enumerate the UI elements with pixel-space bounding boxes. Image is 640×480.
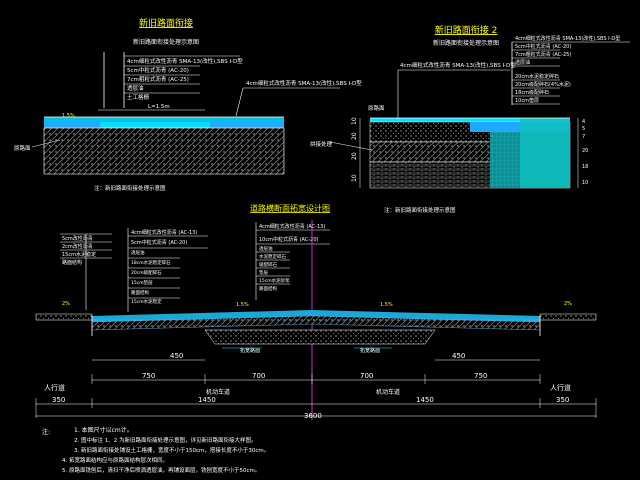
- notes-block: 注: 1. 本图尺寸以cm计。 2. 图中标注 1、2 为新旧路面衔接处理示意图…: [42, 426, 269, 474]
- detail-2-dim-left-4: 10: [351, 174, 358, 182]
- mid-layer-callout: 4cm细粒式改性沥青 (AC-13) 5cm中粒式沥青 (AC-20) 透层油 …: [127, 228, 208, 312]
- right-layer-5: 级配碎石: [259, 261, 277, 268]
- detail-2-left-label: 原路面: [368, 104, 385, 112]
- detail-2-dim-right-6: 10: [582, 180, 588, 186]
- widen-label-right: 拓宽路面: [360, 347, 380, 354]
- detail-1-layer-3: 7cm粗粒式沥青 (AC-25): [127, 75, 189, 83]
- detail-1-layer-5: 土工格栅: [127, 93, 150, 101]
- dim-450-right: 450: [452, 352, 465, 360]
- right-layer-4: 水泥稳定碎石: [259, 253, 286, 260]
- left-layer-2: 2cm改性沥青: [62, 243, 93, 250]
- zone-lane-right: 机动车道: [376, 388, 400, 396]
- cross-section-drawing: 道路横断面拓宽设计图 5cm改性沥青 2cm改性沥青 15cm水泥稳定 路面结构…: [35, 203, 597, 420]
- right-layer-2: 10cm中粒式沥青 (AC-20): [259, 236, 319, 243]
- zone-lane-left: 机动车道: [206, 388, 230, 396]
- slope-right: 2%: [564, 301, 572, 307]
- detail-2-layer-7: 18cm级配碎石: [515, 89, 549, 96]
- dim-750-right: 750: [474, 372, 487, 380]
- detail-2-dim-right-3: 7: [582, 134, 585, 140]
- detail-2-caption: 注：新旧路面衔接处理示意图: [384, 206, 456, 214]
- mid-layer-6: 15cm垫层: [131, 279, 153, 286]
- slope-mid-right: 1.5%: [380, 302, 393, 308]
- slope-left: 2%: [62, 301, 70, 307]
- slope-mid-left: 1.5%: [236, 302, 249, 308]
- detail-1-layer-4: 透层油: [127, 84, 144, 92]
- note-line-5: 5. 原路面铣刨后，清扫干净后喷洒透层油，再铺设面层，铣刨宽度不小于50cm。: [62, 466, 260, 474]
- note-line-2: 2. 图中标注 1、2 为新旧路面衔接处理示意图，详见新旧路面衔接大样图。: [74, 436, 257, 444]
- detail-2-dim-right-4: 20: [582, 148, 588, 154]
- detail-2-layer-6: 20cm级配碎石(4%水泥): [515, 81, 571, 88]
- zone-sidewalk-left: 人行道: [44, 383, 65, 392]
- right-layer-3: 透层油: [259, 245, 273, 252]
- dim-350-right: 350: [556, 396, 569, 404]
- detail-2-subtitle: 新旧路面衔接处理示意图: [433, 39, 499, 47]
- right-layer-6: 垫层: [259, 269, 268, 276]
- left-layer-1: 5cm改性沥青: [62, 235, 93, 242]
- detail-2-dim-right-1: 4: [582, 119, 585, 125]
- road-section: [35, 310, 597, 345]
- dimension-row-450: 450 450: [92, 352, 540, 361]
- detail-2-dim-right-2: 5: [582, 126, 585, 132]
- left-layer-4: 路面结构: [62, 259, 82, 266]
- dimension-row-750-700: 750 700 700 750: [91, 372, 541, 384]
- detail-2-dim-left-2: 20: [351, 132, 358, 140]
- mid-layer-1: 4cm细粒式改性沥青 (AC-13): [131, 229, 197, 236]
- detail-1-layer-1: 4cm细粒式改性沥青 SMA-13(改性),SBS I-D型: [127, 57, 243, 65]
- detail-2-layer-3: 7cm粗粒式沥青 (AC-25): [515, 51, 571, 58]
- detail-2-top-note: 4cm细粒式改性沥青 SMA-13(改性),SBS I-D型: [400, 61, 516, 69]
- detail-1-subtitle: 新旧路面衔接处理示意图: [133, 38, 199, 46]
- dimension-row-1450: 350 1450 1450 350: [35, 396, 597, 418]
- note-line-1: 1. 本图尺寸以cm计。: [74, 426, 133, 434]
- cross-section-title: 道路横断面拓宽设计图: [250, 203, 330, 213]
- detail-1-left-label: 原路面: [14, 144, 31, 152]
- dim-total: 3600: [304, 412, 322, 420]
- mid-layer-3: 透层油: [131, 249, 145, 256]
- detail-2-mid-label: 拼接处理: [310, 140, 333, 148]
- detail-1-layer-2: 5cm中粒式沥青 (AC-20): [127, 66, 189, 74]
- left-layer-3: 15cm水泥稳定: [62, 251, 96, 258]
- dim-1450-right: 1450: [416, 396, 434, 404]
- detail-1-title: 新旧路面衔接: [139, 17, 193, 29]
- dim-1450-left: 1450: [198, 396, 216, 404]
- dim-700-right: 700: [360, 372, 373, 380]
- left-layer-callout: 5cm改性沥青 2cm改性沥青 15cm水泥稳定 路面结构: [60, 233, 112, 310]
- detail-2-layer-2: 5cm中粒式沥青 (AC-20): [515, 43, 571, 50]
- right-layer-callout: 4cm细粒式改性沥青 (AC-13) 10cm中粒式沥青 (AC-20) 透层油…: [255, 222, 330, 300]
- detail-1-drawing: 新旧路面衔接 新旧路面衔接处理示意图 4cm细粒式改性沥青 SMA-13(改性)…: [14, 17, 362, 192]
- note-line-4: 4. 拓宽路面结构应与原路面结构层次相同。: [62, 456, 168, 464]
- notes-header: 注:: [42, 428, 50, 436]
- dim-750-left: 750: [142, 372, 155, 380]
- right-layer-7: 15cm水泥砂浆: [259, 277, 290, 284]
- zone-sidewalk-right: 人行道: [550, 383, 571, 392]
- detail-2-layer-8: 10cm垫层: [515, 97, 539, 104]
- detail-1-slope: 1.5%: [62, 113, 75, 119]
- detail-2-layer-1: 4cm细粒式改性沥青 SMA-13(改性),SBS I-D型: [515, 35, 620, 42]
- mid-layer-4: 18cm水泥稳定碎石: [131, 259, 171, 266]
- dim-450-left: 450: [170, 352, 183, 360]
- detail-1-layer-callout: 4cm细粒式改性沥青 SMA-13(改性),SBS I-D型 5cm中粒式沥青 …: [103, 52, 243, 108]
- detail-1-caption: 注：新旧路面衔接处理示意图: [94, 184, 166, 192]
- detail-2-drawing: 新旧路面衔接 2 新旧路面衔接处理示意图 4cm细粒式改性沥青 SMA-13(改…: [310, 24, 630, 214]
- detail-2-dim-right-5: 18: [582, 164, 588, 170]
- detail-1-old-road: L=1.5m: [148, 104, 170, 110]
- dimension-total: 3600: [36, 412, 596, 420]
- dim-350-left: 350: [52, 396, 65, 404]
- mid-layer-8: 15cm水泥稳定: [131, 298, 162, 305]
- detail-2-dim-left-3: 20: [351, 152, 358, 160]
- widen-label-left: 拓宽路面: [240, 347, 260, 354]
- right-layer-8: 路面结构: [259, 285, 277, 292]
- detail-2-layer-callout: 4cm细粒式改性沥青 SMA-13(改性),SBS I-D型 5cm中粒式沥青 …: [511, 35, 630, 105]
- mid-layer-7: 路面结构: [131, 289, 149, 296]
- detail-2-title: 新旧路面衔接 2: [435, 24, 498, 36]
- detail-2-layer-5: 20cm水泥稳定碎石: [515, 73, 559, 80]
- right-layer-1: 4cm细粒式改性沥青 (AC-13): [259, 223, 325, 230]
- mid-layer-5: 20cm级配碎石: [131, 269, 162, 276]
- dim-700-left: 700: [252, 372, 265, 380]
- detail-2-dim-left-1: 10: [351, 117, 358, 125]
- note-line-3: 3. 新旧路面衔接处铺设土工格栅，宽度不小于150cm，搭接长度不小于30cm。: [74, 446, 269, 454]
- mid-layer-2: 5cm中粒式沥青 (AC-20): [131, 239, 187, 246]
- detail-1-right-note: 4cm细粒式改性沥青 SMA-13(改性),SBS I-D型: [246, 79, 362, 87]
- detail-2-layer-4: 透层油: [515, 59, 530, 66]
